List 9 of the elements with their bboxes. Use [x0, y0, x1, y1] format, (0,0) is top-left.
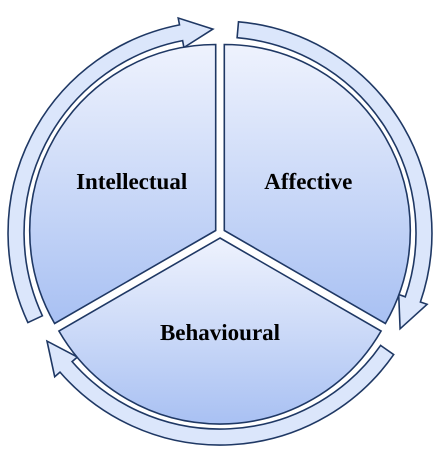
- pie-segment: [57, 237, 383, 425]
- segment-label: Affective: [264, 169, 352, 195]
- pie-segment: [28, 43, 217, 325]
- curved-arrow: [7, 17, 214, 324]
- curved-arrow: [236, 21, 432, 330]
- curved-arrow: [46, 340, 394, 446]
- pie-segment: [223, 43, 412, 325]
- segment-label: Behavioural: [160, 320, 280, 346]
- segment-label: Intellectual: [76, 169, 188, 195]
